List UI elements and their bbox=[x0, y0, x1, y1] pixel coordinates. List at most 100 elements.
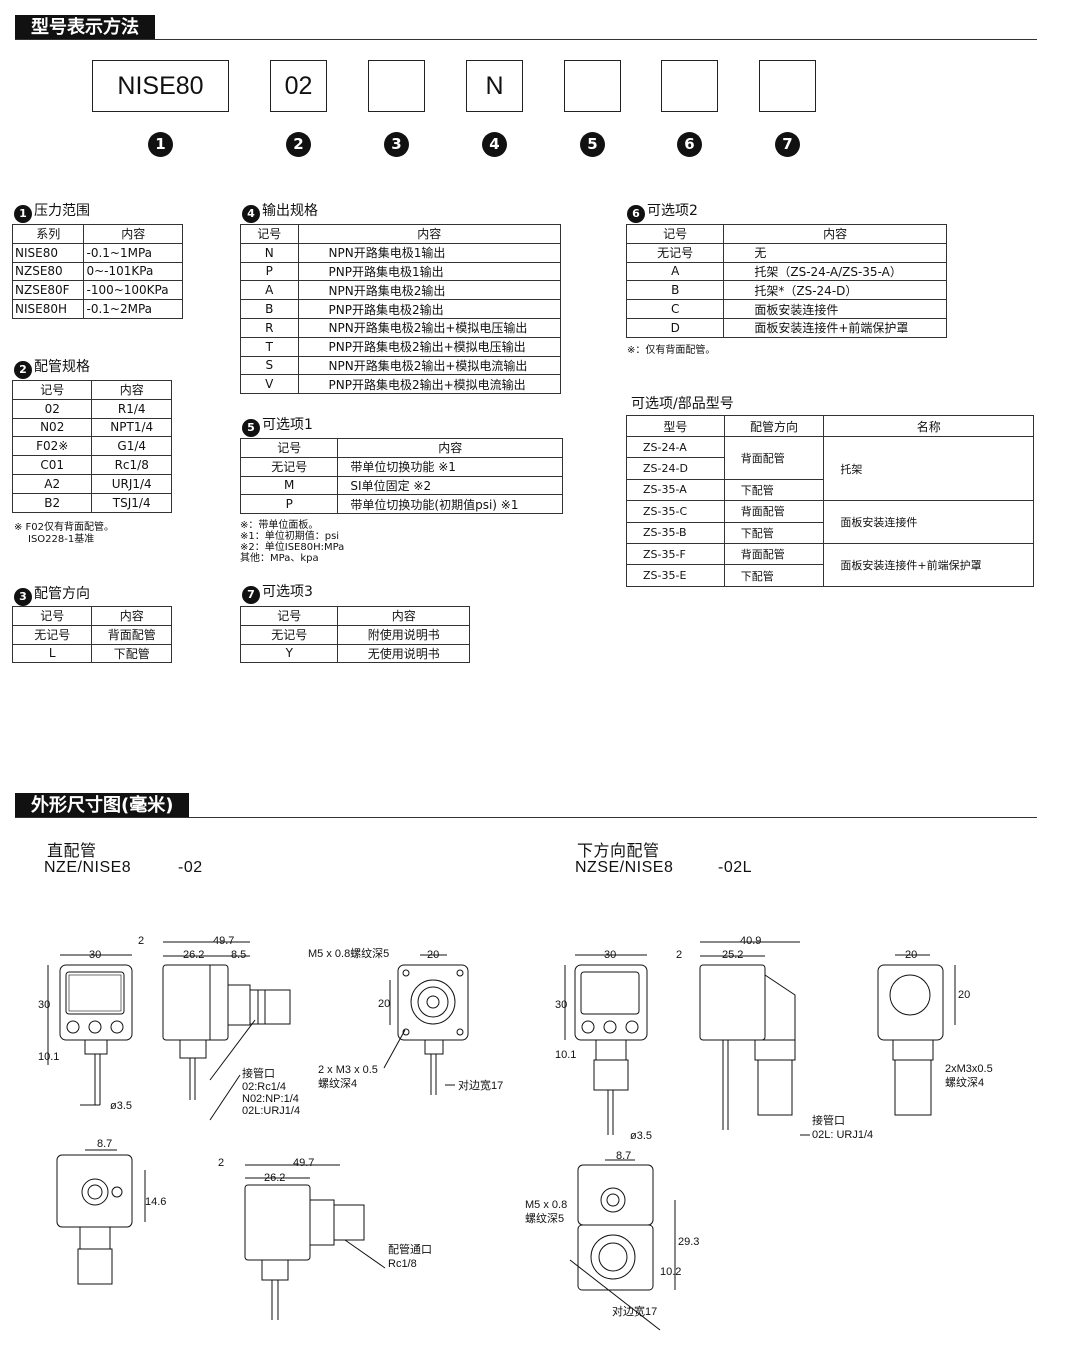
t2-number: 2 bbox=[14, 361, 32, 379]
table-cell: 下配管 bbox=[91, 643, 172, 664]
dim-2c: 2 bbox=[676, 949, 682, 961]
dim-252: 25.2 bbox=[722, 949, 743, 961]
table-cell: PNP开路集电极2输出+模拟电流输出 bbox=[297, 374, 562, 395]
table-cell: 面板安装连接件 bbox=[823, 500, 1034, 544]
t3-title-text: 配管方向 bbox=[34, 586, 90, 602]
model-code-box-6 bbox=[661, 60, 718, 112]
model-number-5: 5 bbox=[580, 132, 605, 157]
dim-409: 40.9 bbox=[740, 935, 761, 947]
dim-35a: ø3.5 bbox=[110, 1100, 132, 1112]
header-cell: 内容 bbox=[723, 224, 947, 244]
header-cell: 内容 bbox=[91, 606, 172, 626]
side-view-straight bbox=[162, 941, 291, 1121]
port-title: 接管口 bbox=[242, 1066, 275, 1080]
t7-number: 7 bbox=[242, 586, 260, 604]
table-cell: F02※ bbox=[11, 436, 93, 457]
header-cell: 记号 bbox=[239, 606, 339, 626]
divider bbox=[15, 39, 1037, 40]
dim-right-model: NZSE/NISE8 bbox=[575, 859, 674, 876]
dim-497b: 49.7 bbox=[293, 1157, 314, 1169]
table-row: NZSE80F-100~100KPa bbox=[11, 280, 183, 301]
t7-title-text: 可选项3 bbox=[262, 584, 313, 600]
hex-17b: 对边宽17 bbox=[612, 1304, 657, 1318]
model-number-1: 1 bbox=[148, 132, 173, 157]
dim-85: 8.5 bbox=[231, 949, 246, 961]
table-cell: R1/4 bbox=[91, 398, 172, 419]
table-cell: 背面配管 bbox=[723, 500, 825, 523]
table-cell: 下配管 bbox=[723, 564, 825, 587]
model-number-6: 6 bbox=[677, 132, 702, 157]
header-cell: 内容 bbox=[91, 380, 172, 400]
table-header: 记号内容 bbox=[625, 224, 947, 244]
model-code-box-3 bbox=[368, 60, 425, 112]
dim-left-title: 直配管 bbox=[47, 843, 97, 860]
dim-left-model: NZE/NISE8 bbox=[44, 859, 132, 876]
side-view-straight-2 bbox=[244, 1164, 386, 1320]
table-header: 记号内容 bbox=[239, 606, 470, 626]
t2-note1: ※ F02仅有背面配管。 bbox=[14, 522, 115, 533]
table-header: 记号内容 bbox=[239, 438, 563, 458]
table-header: 记号内容 bbox=[11, 606, 172, 626]
port3-value: 02L: URJ1/4 bbox=[812, 1129, 873, 1141]
top-view-bottom bbox=[569, 1159, 676, 1331]
t5-note-line: ※2：单位ISE80H:MPa bbox=[240, 542, 345, 553]
m3-b: 螺纹深4 bbox=[318, 1076, 357, 1090]
header-cell: 配管方向 bbox=[723, 415, 825, 437]
dim-293: 29.3 bbox=[678, 1236, 699, 1248]
m3-c: 2xM3x0.5 bbox=[945, 1063, 993, 1075]
top-view-straight bbox=[56, 1149, 146, 1285]
table-cell: 面板安装连接件+前端保护罩 bbox=[723, 317, 947, 338]
dim-left-suffix: -02 bbox=[178, 859, 203, 876]
table-cell: TSJ1/4 bbox=[91, 492, 172, 513]
section-header-model: 型号表示方法 bbox=[15, 15, 155, 40]
header-cell: 记号 bbox=[625, 224, 725, 244]
table-cell: 下配管 bbox=[723, 478, 825, 502]
dim-20v2: 20 bbox=[958, 989, 970, 1001]
model-code-box-4: N bbox=[466, 60, 523, 112]
dim-101a: 10.1 bbox=[38, 1051, 59, 1063]
thread-2a: M5 x 0.8 bbox=[525, 1199, 567, 1211]
t6-note: ※：仅有背面配管。 bbox=[627, 345, 716, 356]
model-number-4: 4 bbox=[482, 132, 507, 157]
rear-view-bottom bbox=[877, 954, 956, 1116]
t6-number: 6 bbox=[627, 205, 645, 223]
dim-30v2: 30 bbox=[555, 999, 567, 1011]
model-code-box-2: 02 bbox=[270, 60, 327, 112]
m3-d: 螺纹深4 bbox=[945, 1075, 984, 1089]
table-cell: NZSE80 bbox=[11, 261, 85, 282]
dim-87b: 8.7 bbox=[616, 1150, 631, 1162]
t2-note: ※ F02仅有背面配管。ISO228-1基准 bbox=[14, 522, 114, 546]
t1-number: 1 bbox=[14, 205, 32, 223]
table-cell: PNP开路集电极2输出 bbox=[297, 299, 562, 319]
model-number-2: 2 bbox=[286, 132, 311, 157]
dim-262b: 26.2 bbox=[264, 1172, 285, 1184]
t5-note-line: 其他：MPa、kpa bbox=[240, 553, 319, 564]
model-number-3: 3 bbox=[384, 132, 409, 157]
header-cell: 系列 bbox=[11, 224, 85, 244]
t5-note-line: ※：带单位面板。 bbox=[240, 520, 319, 531]
table-cell: Y bbox=[239, 643, 339, 664]
table-cell: PNP开路集电极2输出+模拟电压输出 bbox=[297, 336, 562, 357]
t2-title-text: 配管规格 bbox=[34, 359, 90, 375]
hex-17: 对边宽17 bbox=[458, 1078, 503, 1092]
